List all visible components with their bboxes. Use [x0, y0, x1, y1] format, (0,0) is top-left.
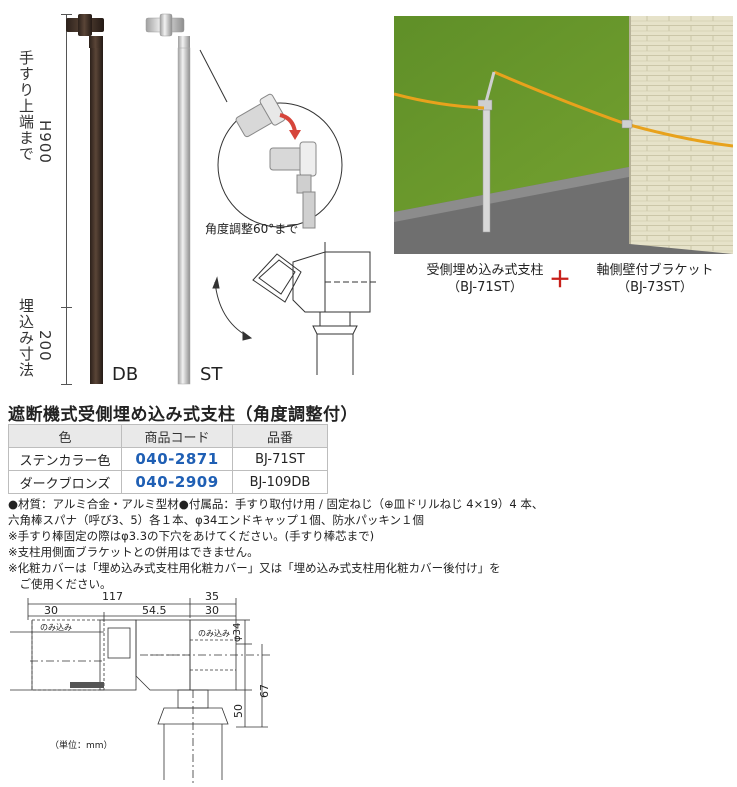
caption-left: 受側埋め込み式支柱 （BJ-71ST）: [400, 262, 570, 296]
bracket-line-drawing: [212, 242, 377, 375]
dimension-tick-top: [61, 14, 72, 15]
dim-35: 35: [205, 590, 219, 603]
row2-part: BJ-109DB: [232, 470, 328, 494]
angle-adjust-zoom-illustration: [199, 49, 343, 229]
dim-phi34: φ34: [232, 623, 243, 642]
row2-color: ダークブロンズ: [8, 470, 122, 494]
header-code: 商品コード: [121, 424, 233, 448]
caption-left-line1: 受側埋め込み式支柱: [426, 263, 544, 278]
dim-50: 50: [232, 704, 245, 718]
nomikomi-left: のみ込み: [40, 623, 72, 632]
table-header-row: 色 商品コード 品番: [8, 424, 328, 448]
caption-right-line2: （BJ-73ST）: [617, 280, 693, 295]
dimension-line-vertical: [66, 14, 67, 384]
dim-117: 117: [102, 590, 123, 603]
variant-st-label: ST: [200, 364, 223, 385]
note-line: ※支柱用側面ブラケットとの併用はできません。: [8, 545, 259, 559]
product-title: 遮断機式受側埋め込み式支柱（角度調整付）: [8, 405, 358, 425]
note-line: ご使用ください。: [8, 577, 112, 591]
note-line: ※化粧カバーは「埋め込み式支柱用化粧カバー」又は「埋め込み式支柱用化粧カバー後付…: [8, 561, 501, 575]
db-post-illustration: [66, 14, 104, 384]
angle-note: 角度調整60°まで: [205, 222, 299, 236]
dim-67: 67: [258, 684, 271, 698]
note-line: ●材質：アルミ合金・アルミ型材●付属品：手すり取付け用 / 固定ねじ（⊕皿ドリル…: [8, 497, 544, 511]
installation-photo: [394, 16, 733, 254]
dimension-tick-bottom: [61, 384, 72, 385]
row1-color: ステンカラー色: [8, 447, 122, 471]
height-label: 手すり上端まで: [17, 50, 35, 162]
caption-left-line2: （BJ-71ST）: [447, 280, 523, 295]
dim-30-right: 30: [205, 604, 219, 617]
unit-label: （単位：mm）: [50, 739, 113, 751]
row2-code: 040-2909: [121, 470, 233, 494]
height-value: H900: [36, 120, 54, 164]
note-line: 六角棒スパナ（呼び3、5）各１本、φ34エンドキャップ１個、防水パッキン１個: [8, 513, 425, 527]
product-table: 色 商品コード 品番 ステンカラー色 040-2871 BJ-71ST ダークブ…: [8, 424, 328, 494]
row1-code: 040-2871: [121, 447, 233, 471]
caption-right: 軸側壁付ブラケット （BJ-73ST）: [575, 262, 735, 296]
technical-drawing: 117 35 30 54.5 30 のみ込み のみ込み φ34 67 50 （単…: [10, 590, 271, 785]
note-line: ※手すり棒固定の際はφ3.3の下穴をあけてください。(手すり棒芯まで): [8, 529, 375, 543]
embed-label: 埋込み寸法: [17, 298, 35, 378]
dim-30-left: 30: [44, 604, 58, 617]
table-row: ダークブロンズ 040-2909 BJ-109DB: [8, 470, 328, 494]
table-row: ステンカラー色 040-2871 BJ-71ST: [8, 447, 328, 471]
st-post-illustration: [145, 13, 191, 385]
notes-block: ●材質：アルミ合金・アルミ型材●付属品：手すり取付け用 / 固定ねじ（⊕皿ドリル…: [8, 496, 733, 592]
caption-right-line1: 軸側壁付ブラケット: [596, 263, 714, 278]
header-color: 色: [8, 424, 122, 448]
nomikomi-right: のみ込み: [198, 629, 230, 638]
variant-db-label: DB: [112, 364, 139, 385]
plus-sign: ＋: [549, 268, 572, 293]
dim-54-5: 54.5: [142, 604, 167, 617]
header-part: 品番: [232, 424, 328, 448]
row1-part: BJ-71ST: [232, 447, 328, 471]
embed-value: 200: [36, 330, 54, 362]
dimension-tick-mid: [61, 307, 72, 308]
